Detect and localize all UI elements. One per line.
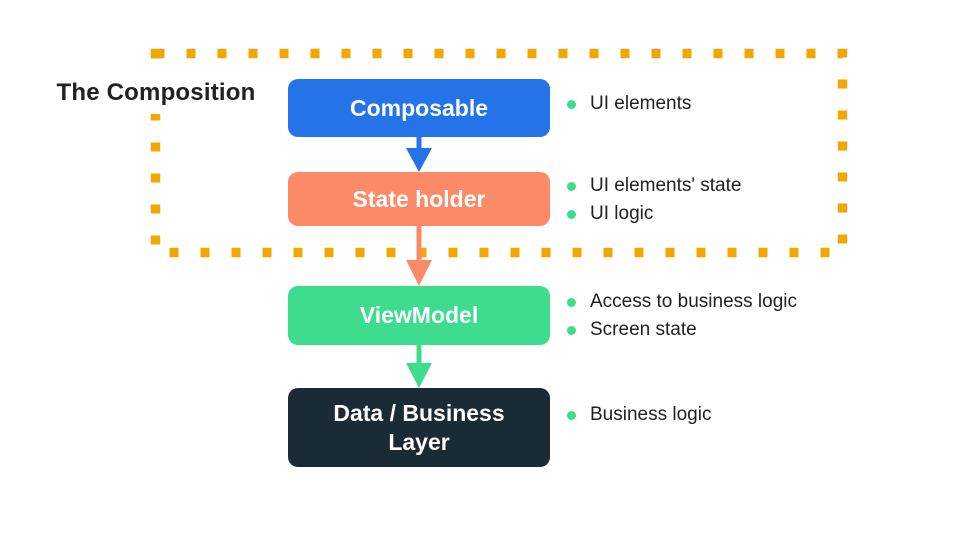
layer-label-viewmodel: ViewModel xyxy=(359,302,479,328)
notes-composable: UI elements xyxy=(567,90,691,118)
list-item: UI elements' state xyxy=(567,172,741,200)
layer-box-viewmodel: ViewModel xyxy=(288,286,550,345)
layer-box-data-business-layer: Data / Business Layer xyxy=(288,388,550,467)
note-text: UI elements' state xyxy=(590,175,742,196)
layer-label-state-holder: State holder xyxy=(352,185,486,212)
notes-viewmodel: Access to business logic Screen state xyxy=(567,288,797,344)
arrow-state-holder-to-viewmodel-icon xyxy=(406,226,432,286)
layer-box-composable: Composable xyxy=(288,79,550,137)
arrow-viewmodel-to-data-layer-icon xyxy=(406,345,432,388)
layer-box-state-holder: State holder xyxy=(288,172,550,226)
bullet-dot-icon xyxy=(567,325,576,335)
composition-group-title: The Composition xyxy=(52,74,260,114)
list-item: UI logic xyxy=(567,200,741,228)
notes-state-holder: UI elements' state UI logic xyxy=(567,172,741,228)
arrow-composable-to-state-holder-icon xyxy=(406,137,432,172)
composition-dashed-border xyxy=(150,48,848,258)
bullet-dot-icon xyxy=(567,209,576,219)
note-text: Business logic xyxy=(590,404,712,425)
notes-data-business-layer: Business logic xyxy=(567,401,711,429)
note-text: UI elements xyxy=(590,93,692,114)
list-item: UI elements xyxy=(567,90,691,118)
note-text: UI logic xyxy=(590,203,654,224)
bullet-dot-icon xyxy=(567,297,576,307)
bullet-dot-icon xyxy=(567,410,576,420)
note-text: Screen state xyxy=(590,319,697,340)
list-item: Screen state xyxy=(567,316,797,344)
layer-label-composable: Composable xyxy=(349,94,489,121)
list-item: Business logic xyxy=(567,401,711,429)
dashed-rect xyxy=(150,48,848,258)
bullet-dot-icon xyxy=(567,99,576,109)
note-text: Access to business logic xyxy=(590,291,797,312)
bullet-dot-icon xyxy=(567,181,576,191)
list-item: Access to business logic xyxy=(567,288,797,316)
layer-label-data-business-layer: Data / Business Layer xyxy=(333,399,505,455)
